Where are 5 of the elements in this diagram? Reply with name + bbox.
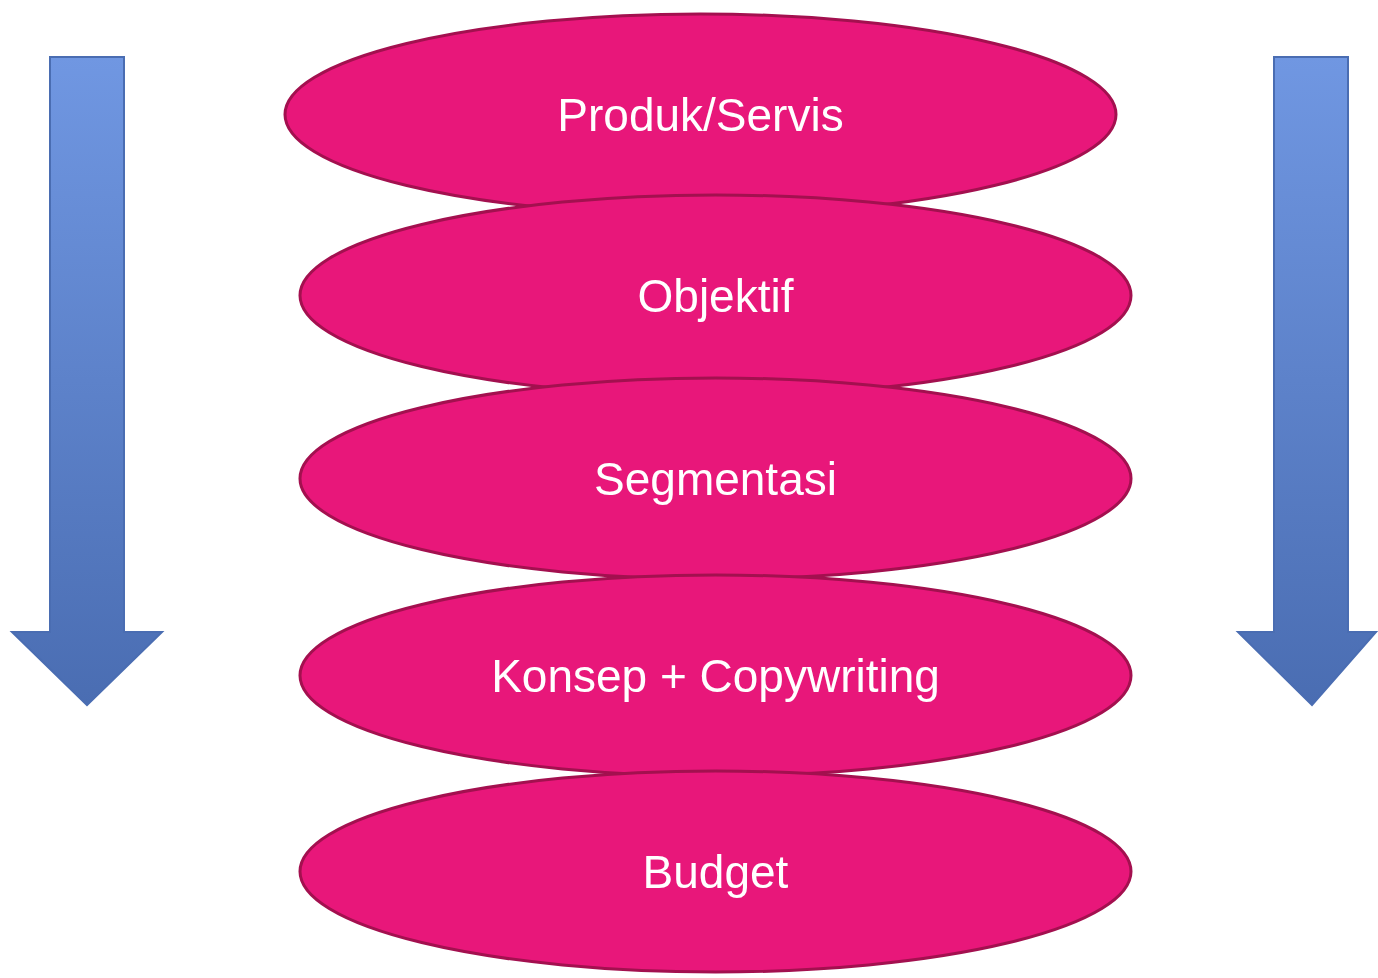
ellipse-label: Budget (642, 844, 789, 899)
ellipse-label: Konsep + Copywriting (491, 648, 940, 703)
ellipse-label: Produk/Servis (557, 87, 844, 142)
ellipse-label: Objektif (637, 268, 794, 323)
ellipse-label: Segmentasi (594, 451, 837, 506)
